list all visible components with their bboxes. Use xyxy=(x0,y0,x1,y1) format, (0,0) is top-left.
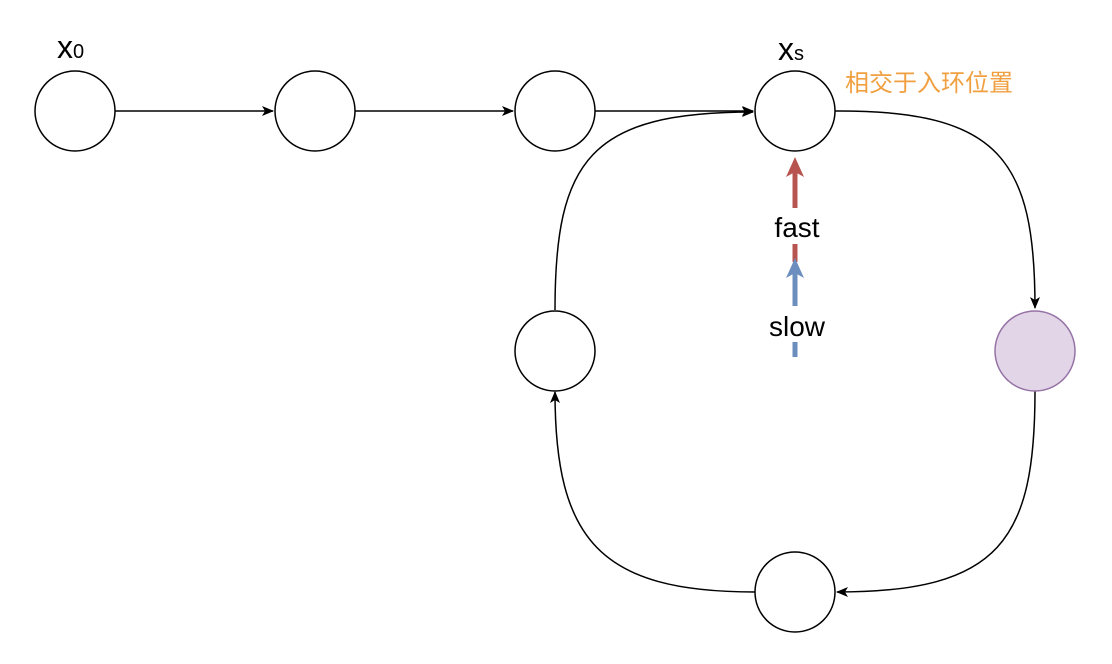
node-1 xyxy=(274,70,356,152)
label-xs-sub: s xyxy=(794,43,804,65)
intersection-note: 相交于入环位置 xyxy=(845,69,1013,97)
label-x0-main: x xyxy=(57,29,73,65)
edge-n6-n3 xyxy=(554,107,754,311)
node-bottom xyxy=(754,551,836,633)
slow-label: slow xyxy=(769,311,826,342)
node-left xyxy=(514,310,596,392)
edge-n3-n4 xyxy=(834,110,1040,309)
label-x0: x0 xyxy=(57,29,84,65)
label-x0-sub: 0 xyxy=(73,41,84,63)
label-xs-main: x xyxy=(778,31,794,67)
node-xs xyxy=(754,70,836,152)
node-meeting-point xyxy=(994,310,1076,392)
fast-label: fast xyxy=(774,212,819,243)
edge-n4-n5 xyxy=(836,390,1036,597)
edge-n5-n6 xyxy=(550,391,756,593)
label-xs: xs xyxy=(778,31,804,67)
node-x0 xyxy=(34,70,116,152)
node-2 xyxy=(514,70,596,152)
